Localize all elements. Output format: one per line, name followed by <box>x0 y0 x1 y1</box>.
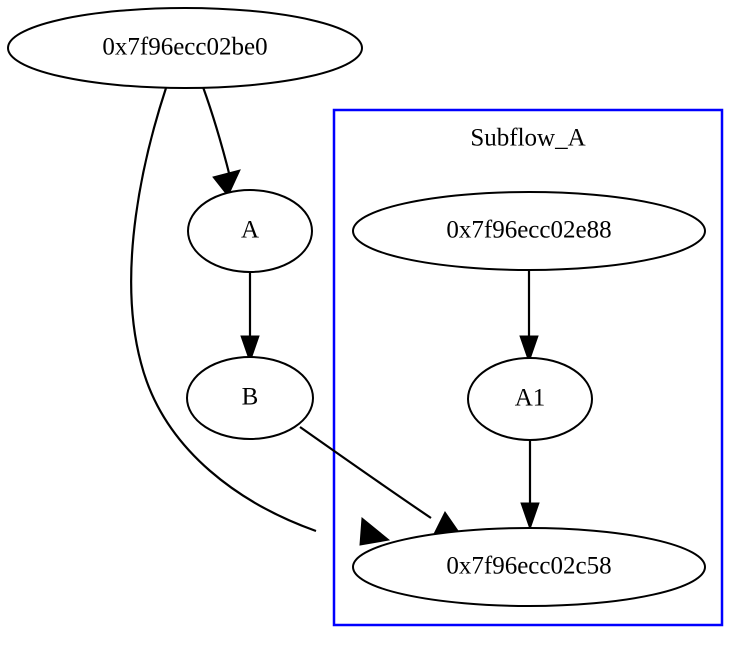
edge-a-to-b-arrowhead <box>240 335 260 364</box>
edge-root-to-sink-arrowhead <box>359 517 391 546</box>
node-a1-label: A1 <box>515 385 546 412</box>
edge-a1-to-sink-arrowhead <box>520 502 540 531</box>
node-b-shape <box>186 356 314 440</box>
edge-root-to-a-arrowhead <box>212 169 241 197</box>
node-root[interactable]: 0x7f96ecc02be0 <box>7 7 363 89</box>
node-a[interactable]: A <box>187 189 313 273</box>
edge-b-to-sink[interactable] <box>299 426 465 539</box>
node-sink-label: 0x7f96ecc02c58 <box>446 553 611 580</box>
cluster-subflow-a-border <box>332 108 724 627</box>
edge-layer <box>130 86 540 546</box>
edge-root-to-a[interactable] <box>201 86 241 197</box>
node-root-shape <box>7 7 363 89</box>
node-b-label: B <box>242 384 259 411</box>
edge-subentry-to-a1-arrowhead <box>519 335 539 364</box>
edge-a1-to-sink[interactable] <box>520 440 540 531</box>
edge-root-to-sink[interactable] <box>130 87 391 546</box>
node-a1-shape <box>467 357 593 441</box>
node-b[interactable]: B <box>186 356 314 440</box>
node-sub-entry[interactable]: 0x7f96ecc02e88 <box>352 191 706 271</box>
node-sink-shape <box>352 527 706 607</box>
node-sink[interactable]: 0x7f96ecc02c58 <box>352 527 706 607</box>
node-layer: 0x7f96ecc02be0 A B 0x7f96ecc02e88 A1 0x7… <box>7 7 706 607</box>
node-a-shape <box>187 189 313 273</box>
node-root-label: 0x7f96ecc02be0 <box>102 34 267 61</box>
cluster-subflow-a-label: Subflow_A <box>470 125 585 152</box>
node-sub-entry-shape <box>352 191 706 271</box>
edge-subentry-to-a1[interactable] <box>519 270 539 364</box>
node-sub-entry-label: 0x7f96ecc02e88 <box>446 217 611 244</box>
edge-a-to-b[interactable] <box>240 272 260 364</box>
edge-b-to-sink-line <box>299 426 432 519</box>
cluster-subflow-a[interactable]: Subflow_A <box>332 108 724 627</box>
edge-root-to-a-line <box>201 86 232 178</box>
node-a1[interactable]: A1 <box>467 357 593 441</box>
node-a-label: A <box>241 217 259 244</box>
edge-root-to-sink-line <box>130 87 317 533</box>
